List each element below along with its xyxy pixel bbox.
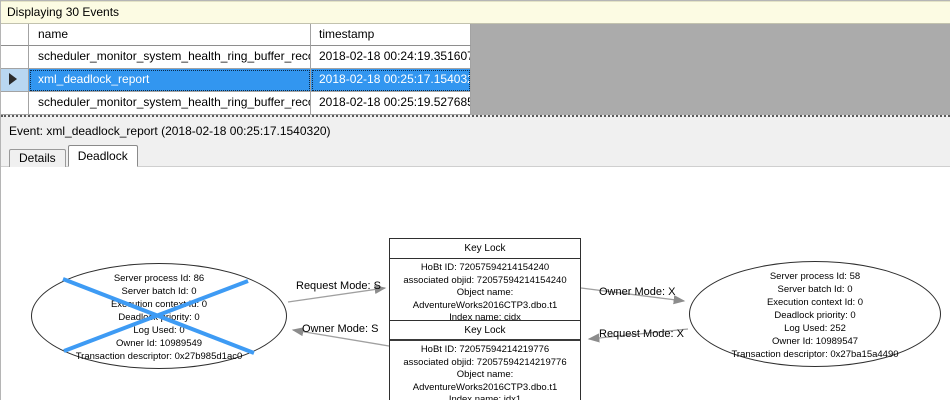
table-row[interactable]: scheduler_monitor_system_health_ring_buf…: [1, 92, 471, 115]
process-node-victim-text: Server process Id: 86 Server batch Id: 0…: [75, 273, 243, 362]
row-gutter: [1, 92, 29, 115]
resource-title: Key Lock: [390, 321, 580, 341]
current-row-arrow-icon: [9, 73, 17, 85]
resource-title: Key Lock: [390, 239, 580, 259]
events-grid-table: name timestamp scheduler_monitor_system_…: [1, 24, 471, 115]
resource-node-keylock-idx1: Key Lock HoBt ID: 72057594214219776 asso…: [389, 320, 581, 400]
tab-details[interactable]: Details: [9, 149, 66, 167]
deadlock-graph-pane: Server process Id: 86 Server batch Id: 0…: [1, 167, 950, 400]
events-count-label: Displaying 30 Events: [7, 5, 120, 19]
row-gutter: [1, 69, 29, 92]
selected-event-bar: Event: xml_deadlock_report (2018-02-18 0…: [1, 119, 950, 143]
table-row[interactable]: scheduler_monitor_system_health_ring_buf…: [1, 46, 471, 69]
selected-event-label: Event: xml_deadlock_report (2018-02-18 0…: [9, 124, 331, 138]
edge-label-owner-mode-x: Owner Mode: X: [599, 286, 676, 298]
process-node-victim: Server process Id: 86 Server batch Id: 0…: [31, 263, 287, 369]
edge-label-owner-mode-s: Owner Mode: S: [302, 323, 379, 335]
column-header-timestamp[interactable]: timestamp: [311, 24, 471, 46]
event-name-cell[interactable]: scheduler_monitor_system_health_ring_buf…: [29, 92, 311, 115]
events-count-bar: Displaying 30 Events: [1, 1, 950, 24]
pane-splitter[interactable]: [1, 115, 950, 119]
process-node-winner: Server process Id: 58 Server batch Id: 0…: [689, 261, 941, 367]
detail-tabs: Details Deadlock: [1, 143, 950, 167]
row-gutter: [1, 46, 29, 69]
table-row-selected[interactable]: xml_deadlock_report 2018-02-18 00:25:17.…: [1, 69, 471, 92]
edge-label-request-mode-x: Request Mode: X: [599, 328, 684, 340]
column-header-name[interactable]: name: [29, 24, 311, 46]
tab-deadlock[interactable]: Deadlock: [67, 145, 138, 167]
event-timestamp-cell[interactable]: 2018-02-18 00:24:19.3516078: [311, 46, 471, 69]
resource-text: HoBt ID: 72057594214219776 associated ob…: [403, 344, 567, 400]
event-name-cell[interactable]: scheduler_monitor_system_health_ring_buf…: [29, 46, 311, 69]
resource-node-keylock-cidx: Key Lock HoBt ID: 72057594214154240 asso…: [389, 238, 581, 330]
event-timestamp-cell[interactable]: 2018-02-18 00:25:19.5276859: [311, 92, 471, 115]
grid-header-row: name timestamp: [1, 24, 471, 46]
process-node-winner-text: Server process Id: 58 Server batch Id: 0…: [731, 271, 899, 360]
event-timestamp-cell[interactable]: 2018-02-18 00:25:17.1540320: [311, 69, 471, 92]
edge-label-request-mode-s: Request Mode: S: [296, 280, 381, 292]
event-name-cell[interactable]: xml_deadlock_report: [29, 69, 311, 92]
events-grid: name timestamp scheduler_monitor_system_…: [1, 24, 950, 115]
grid-header-gutter: [1, 24, 29, 46]
resource-text: HoBt ID: 72057594214154240 associated ob…: [403, 262, 567, 323]
